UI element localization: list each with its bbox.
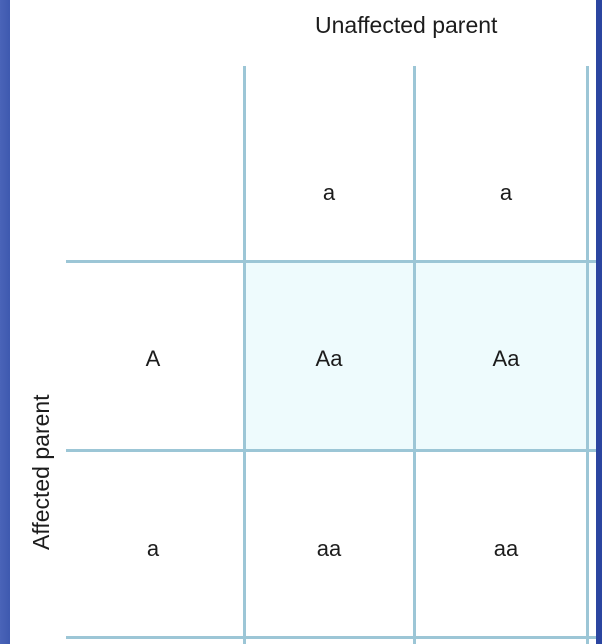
vertical-line-1	[243, 66, 246, 644]
header-allele-col-1: a	[322, 180, 336, 205]
genotype-cell-r1c1: Aa	[315, 346, 343, 371]
vertical-line-2	[413, 66, 416, 644]
unaffected-parent-label: Unaffected parent	[315, 12, 498, 38]
vertical-line-3	[586, 66, 589, 644]
header-allele-row-2: a	[146, 536, 160, 561]
highlighted-row-shade	[244, 262, 596, 450]
genotype-cell-r2c2: aa	[493, 536, 519, 561]
horizontal-line-1	[66, 260, 596, 263]
genotype-cell-r2c1: aa	[316, 536, 342, 561]
genotype-cell-r1c2: Aa	[492, 346, 520, 371]
horizontal-line-2	[66, 449, 596, 452]
header-allele-col-2: a	[499, 180, 513, 205]
horizontal-line-3	[66, 636, 596, 639]
header-allele-row-1: A	[145, 346, 161, 371]
punnett-square-panel: Unaffected parent Affected parent a a A …	[10, 0, 596, 644]
affected-parent-label: Affected parent	[28, 394, 54, 550]
